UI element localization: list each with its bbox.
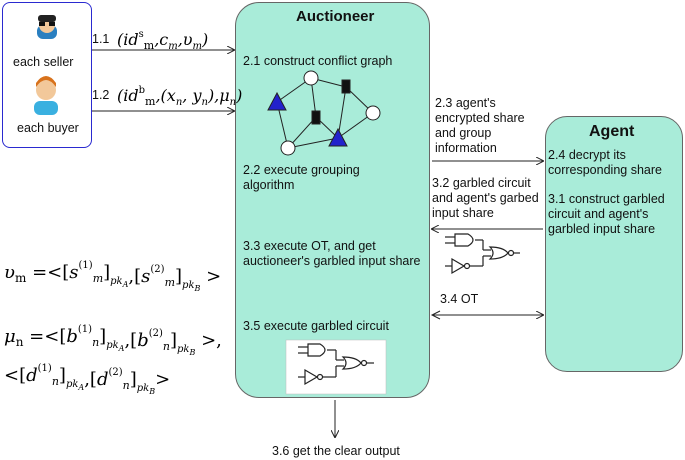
svg-text:μn =<[b(1)n]pkA,[b(2)n]pkB >,: μn =<[b(1)n]pkA,[b(2)n]pkB >,: [4, 324, 222, 357]
step-2-2: 2.2 execute grouping algorithm: [243, 163, 360, 192]
step-2-4: 2.4 decrypt its corresponding share: [548, 148, 662, 177]
seller-label: each seller: [13, 55, 74, 69]
auctioneer-circuit-icon: [285, 339, 387, 395]
buyer-label: each buyer: [17, 121, 79, 135]
step-3-2: 3.2 garbled circuit and agent's garbed i…: [432, 176, 539, 220]
auctioneer-box: Auctioneer 2.1 construct conflict graph …: [235, 2, 430, 398]
arrow-1-2-label: 1.2: [92, 88, 110, 102]
step-2-1: 2.1 construct conflict graph: [243, 54, 393, 68]
agent-title: Agent: [589, 123, 635, 140]
agent-box: Agent 2.4 decrypt its corresponding shar…: [545, 116, 683, 372]
actors-box: each seller each buyer: [2, 2, 92, 148]
formula-mu: μn =<[b(1)n]pkA,[b(2)n]pkB >, <[d(1)n]pk…: [4, 324, 222, 396]
arrow-1-2-formula: (idbm,(xn, yn),μn): [117, 85, 242, 108]
conflict-graph: [267, 70, 381, 156]
garbled-circuit-icon: [445, 233, 520, 275]
step-3-4: 3.4 OT: [440, 292, 479, 306]
seller-icon: [37, 15, 57, 39]
arrow-3-4-start-head: [430, 310, 441, 320]
svg-text:<[d(1)n]pkA,[d(2)n]pkB>: <[d(1)n]pkA,[d(2)n]pkB>: [4, 363, 170, 396]
step-2-3: 2.3 agent's encrypted share and group in…: [435, 96, 525, 155]
buyer-icon: [34, 76, 58, 115]
formula-upsilon: υm =<[s(1)m]pkA,[s(2)m]pkB >: [4, 260, 221, 293]
arrow-1-1-formula: (idsm,cm,υm): [117, 29, 208, 52]
svg-text:υm =<[s(1)m]pkA,[s(2)m]pkB >: υm =<[s(1)m]pkA,[s(2)m]pkB >: [4, 260, 221, 293]
step-3-3: 3.3 execute OT, and get auctioneer's gar…: [243, 239, 421, 268]
actor-icons: [34, 15, 58, 115]
step-3-6: 3.6 get the clear output: [272, 444, 400, 458]
step-3-1: 3.1 construct garbled circuit and agent'…: [548, 192, 665, 236]
arrow-1-1-label: 1.1: [92, 32, 110, 46]
auctioneer-title: Auctioneer: [296, 8, 375, 25]
step-3-5: 3.5 execute garbled circuit: [243, 319, 389, 333]
